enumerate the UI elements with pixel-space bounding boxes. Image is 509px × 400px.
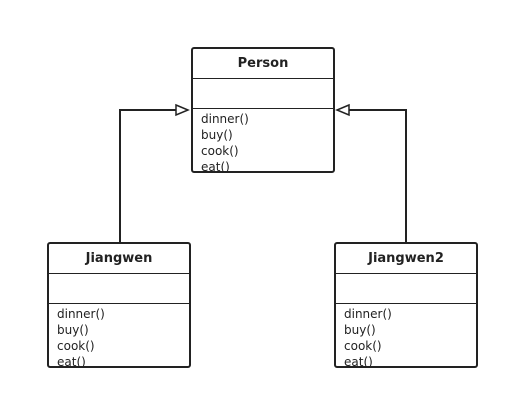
- methods-compartment: dinner() buy() cook() eat(): [336, 304, 476, 370]
- class-person[interactable]: Person dinner() buy() cook() eat(): [191, 47, 335, 175]
- class-name: Jiangwen: [49, 244, 189, 274]
- methods-compartment: dinner() buy() cook() eat(): [193, 109, 333, 175]
- generalization-jiangwen2-to-person[interactable]: [335, 103, 407, 243]
- method-cook: cook(): [344, 339, 382, 353]
- method-buy: buy(): [57, 323, 89, 337]
- method-dinner: dinner(): [344, 307, 392, 321]
- method-eat: eat(): [201, 160, 230, 174]
- class-jiangwen[interactable]: Jiangwen dinner() buy() cook() eat(): [47, 242, 191, 370]
- attributes-compartment: [193, 79, 333, 109]
- class-jiangwen2[interactable]: Jiangwen2 dinner() buy() cook() eat(): [334, 242, 478, 370]
- inheritance-arrowhead-jiangwen: [175, 103, 190, 117]
- attributes-compartment: [336, 274, 476, 304]
- generalization-jiangwen-to-person[interactable]: [119, 103, 190, 243]
- method-dinner: dinner(): [57, 307, 105, 321]
- class-name: Person: [193, 49, 333, 79]
- inheritance-arrowhead-jiangwen2: [335, 103, 350, 117]
- method-cook: cook(): [201, 144, 239, 158]
- inheritance-line-jiangwen: [119, 109, 176, 243]
- method-cook: cook(): [57, 339, 95, 353]
- method-eat: eat(): [57, 355, 86, 369]
- method-dinner: dinner(): [201, 112, 249, 126]
- inheritance-line-jiangwen2: [349, 109, 407, 243]
- method-eat: eat(): [344, 355, 373, 369]
- method-buy: buy(): [344, 323, 376, 337]
- methods-compartment: dinner() buy() cook() eat(): [49, 304, 189, 370]
- class-name: Jiangwen2: [336, 244, 476, 274]
- attributes-compartment: [49, 274, 189, 304]
- method-buy: buy(): [201, 128, 233, 142]
